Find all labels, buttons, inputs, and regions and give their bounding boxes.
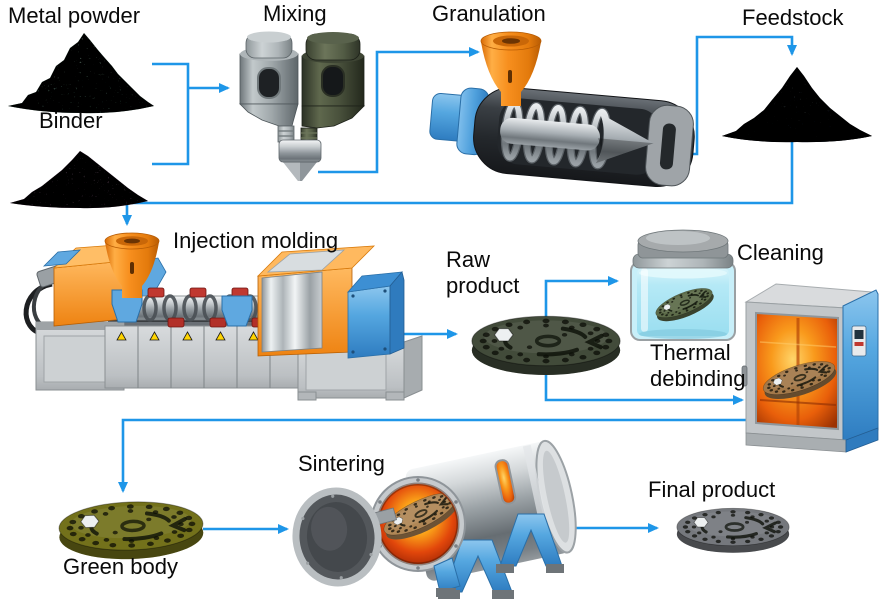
cleaning-jar bbox=[630, 229, 736, 341]
label-granulation: Granulation bbox=[432, 1, 546, 26]
warning-triangle-stickers bbox=[116, 331, 292, 341]
label-feedstock: Feedstock bbox=[742, 5, 844, 30]
binder-pile bbox=[10, 151, 148, 209]
label-injection-molding: Injection molding bbox=[173, 228, 339, 253]
label-sintering: Sintering bbox=[298, 451, 385, 476]
arrow-debinding-to-green-body bbox=[118, 418, 752, 493]
label-raw-product: Raw product bbox=[446, 247, 520, 298]
label-metal-powder: Metal powder bbox=[8, 3, 141, 28]
injection-hopper-funnel bbox=[104, 232, 160, 298]
mixing-machine bbox=[239, 31, 365, 181]
arrow-feedstock-to-injection bbox=[122, 138, 794, 226]
sintering-furnace bbox=[292, 439, 577, 599]
label-binder: Binder bbox=[39, 108, 103, 133]
feedstock-pile bbox=[722, 67, 872, 143]
thermal-debinding-furnace bbox=[741, 283, 879, 453]
arrow-raw-product-to-debinding bbox=[544, 364, 744, 405]
label-final-product: Final product bbox=[648, 477, 776, 502]
raw-product-disc bbox=[472, 316, 620, 375]
arrow-mixing-to-granulation bbox=[318, 47, 480, 174]
injection-molding-machine bbox=[23, 232, 423, 401]
label-thermal-debinding: Thermal debinding bbox=[650, 340, 746, 391]
label-cleaning: Cleaning bbox=[737, 240, 824, 265]
metal-powder-pile bbox=[8, 33, 154, 114]
final-product-disc bbox=[675, 506, 791, 555]
furnace-door bbox=[292, 487, 398, 587]
granulation-extruder bbox=[429, 31, 695, 188]
arrow-raw-product-to-cleaning bbox=[544, 276, 619, 318]
granulation-funnel bbox=[480, 31, 542, 106]
green-body-disc bbox=[58, 500, 204, 562]
arrow-powders-bracket bbox=[152, 62, 190, 166]
label-green-body: Green body bbox=[63, 554, 178, 579]
label-mixing: Mixing bbox=[263, 1, 327, 26]
